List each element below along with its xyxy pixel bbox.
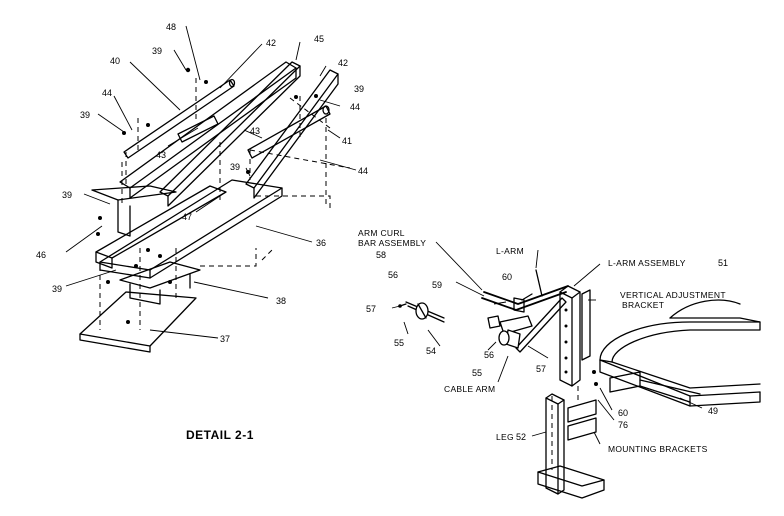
label-mounting-brackets: MOUNTING BRACKETS: [608, 444, 708, 454]
label-arm-curl: ARM CURL: [358, 228, 405, 238]
label-76: 76: [618, 420, 628, 430]
label-52: 52: [516, 432, 526, 442]
label-l-arm-assembly: L-ARM ASSEMBLY: [608, 258, 686, 268]
label-42-right: 42: [338, 58, 348, 68]
label-51: 51: [718, 258, 728, 268]
label-44: 44: [102, 88, 112, 98]
rod-40: [123, 78, 236, 159]
bracket-upper: [91, 185, 177, 237]
label-bracket: BRACKET: [622, 300, 664, 310]
rail-45: [159, 61, 301, 207]
leader-lines-right: [391, 241, 703, 445]
label-55-bottom: 55: [472, 368, 482, 378]
label-60-bottom: 60: [618, 408, 628, 418]
leg-upright-52: [545, 393, 565, 495]
label-37: 37: [220, 334, 230, 344]
vertical-upright: [559, 285, 591, 387]
label-55-left: 55: [394, 338, 404, 348]
label-38: 38: [276, 296, 286, 306]
label-60-top: 60: [502, 272, 512, 282]
bench-support-bracket: [592, 370, 701, 403]
alignment-lines: [99, 78, 351, 330]
l-arm: [481, 269, 569, 313]
leg-foot: [537, 465, 605, 499]
label-40: 40: [110, 56, 120, 66]
label-l-arm: L-ARM: [496, 246, 524, 256]
label-bar-assembly: BAR ASSEMBLY: [358, 238, 426, 248]
label-36: 36: [316, 238, 326, 248]
label-44-lower: 44: [358, 166, 368, 176]
label-43-center: 43: [250, 126, 260, 136]
label-44-right: 44: [350, 102, 360, 112]
label-39-left: 39: [80, 110, 90, 120]
label-cable-arm: CABLE ARM: [444, 384, 495, 394]
label-57-left: 57: [366, 304, 376, 314]
base-rail-36: [99, 179, 283, 279]
arm-curl-handle: [398, 301, 521, 349]
label-45: 45: [314, 34, 324, 44]
right-labels: ARM CURL BAR ASSEMBLY 58 L-ARM L-ARM ASS…: [358, 228, 728, 454]
bench-pad: [599, 299, 761, 407]
label-41: 41: [342, 136, 352, 146]
leader-lines-left: [65, 25, 357, 339]
cable-arm: [487, 297, 567, 353]
label-57-right: 57: [536, 364, 546, 374]
label-39-right: 39: [354, 84, 364, 94]
rail-41: [247, 105, 331, 159]
label-leg: LEG: [496, 432, 514, 442]
rod-43-left: [177, 115, 219, 143]
rail-42-right: [245, 69, 339, 199]
label-42: 42: [266, 38, 276, 48]
label-39: 39: [152, 46, 162, 56]
detail-2-1-assembly: 48 45 39 42 40 42 39 44 39 44 43 41 43 3…: [36, 22, 368, 442]
left-labels: 48 45 39 42 40 42 39 44 39 44 43 41 43 3…: [36, 22, 368, 344]
label-49: 49: [708, 406, 718, 416]
detail-title: DETAIL 2-1: [186, 428, 254, 442]
label-56-top: 56: [388, 270, 398, 280]
foot-plate-37: [79, 291, 197, 353]
label-58: 58: [376, 250, 386, 260]
mounting-brackets: [567, 386, 597, 441]
label-54: 54: [426, 346, 436, 356]
label-46: 46: [36, 250, 46, 260]
label-39-mid: 39: [230, 162, 240, 172]
label-48: 48: [166, 22, 176, 32]
leg-and-arm-assembly: ARM CURL BAR ASSEMBLY 58 L-ARM L-ARM ASS…: [358, 228, 761, 499]
label-vertical-adjustment: VERTICAL ADJUSTMENT: [620, 290, 726, 300]
rail-42-upper: [119, 61, 297, 199]
label-47: 47: [182, 212, 192, 222]
label-43-left: 43: [156, 150, 166, 160]
label-39-bracket: 39: [62, 190, 72, 200]
label-39-lower: 39: [52, 284, 62, 294]
label-56-bottom: 56: [484, 350, 494, 360]
label-59: 59: [432, 280, 442, 290]
